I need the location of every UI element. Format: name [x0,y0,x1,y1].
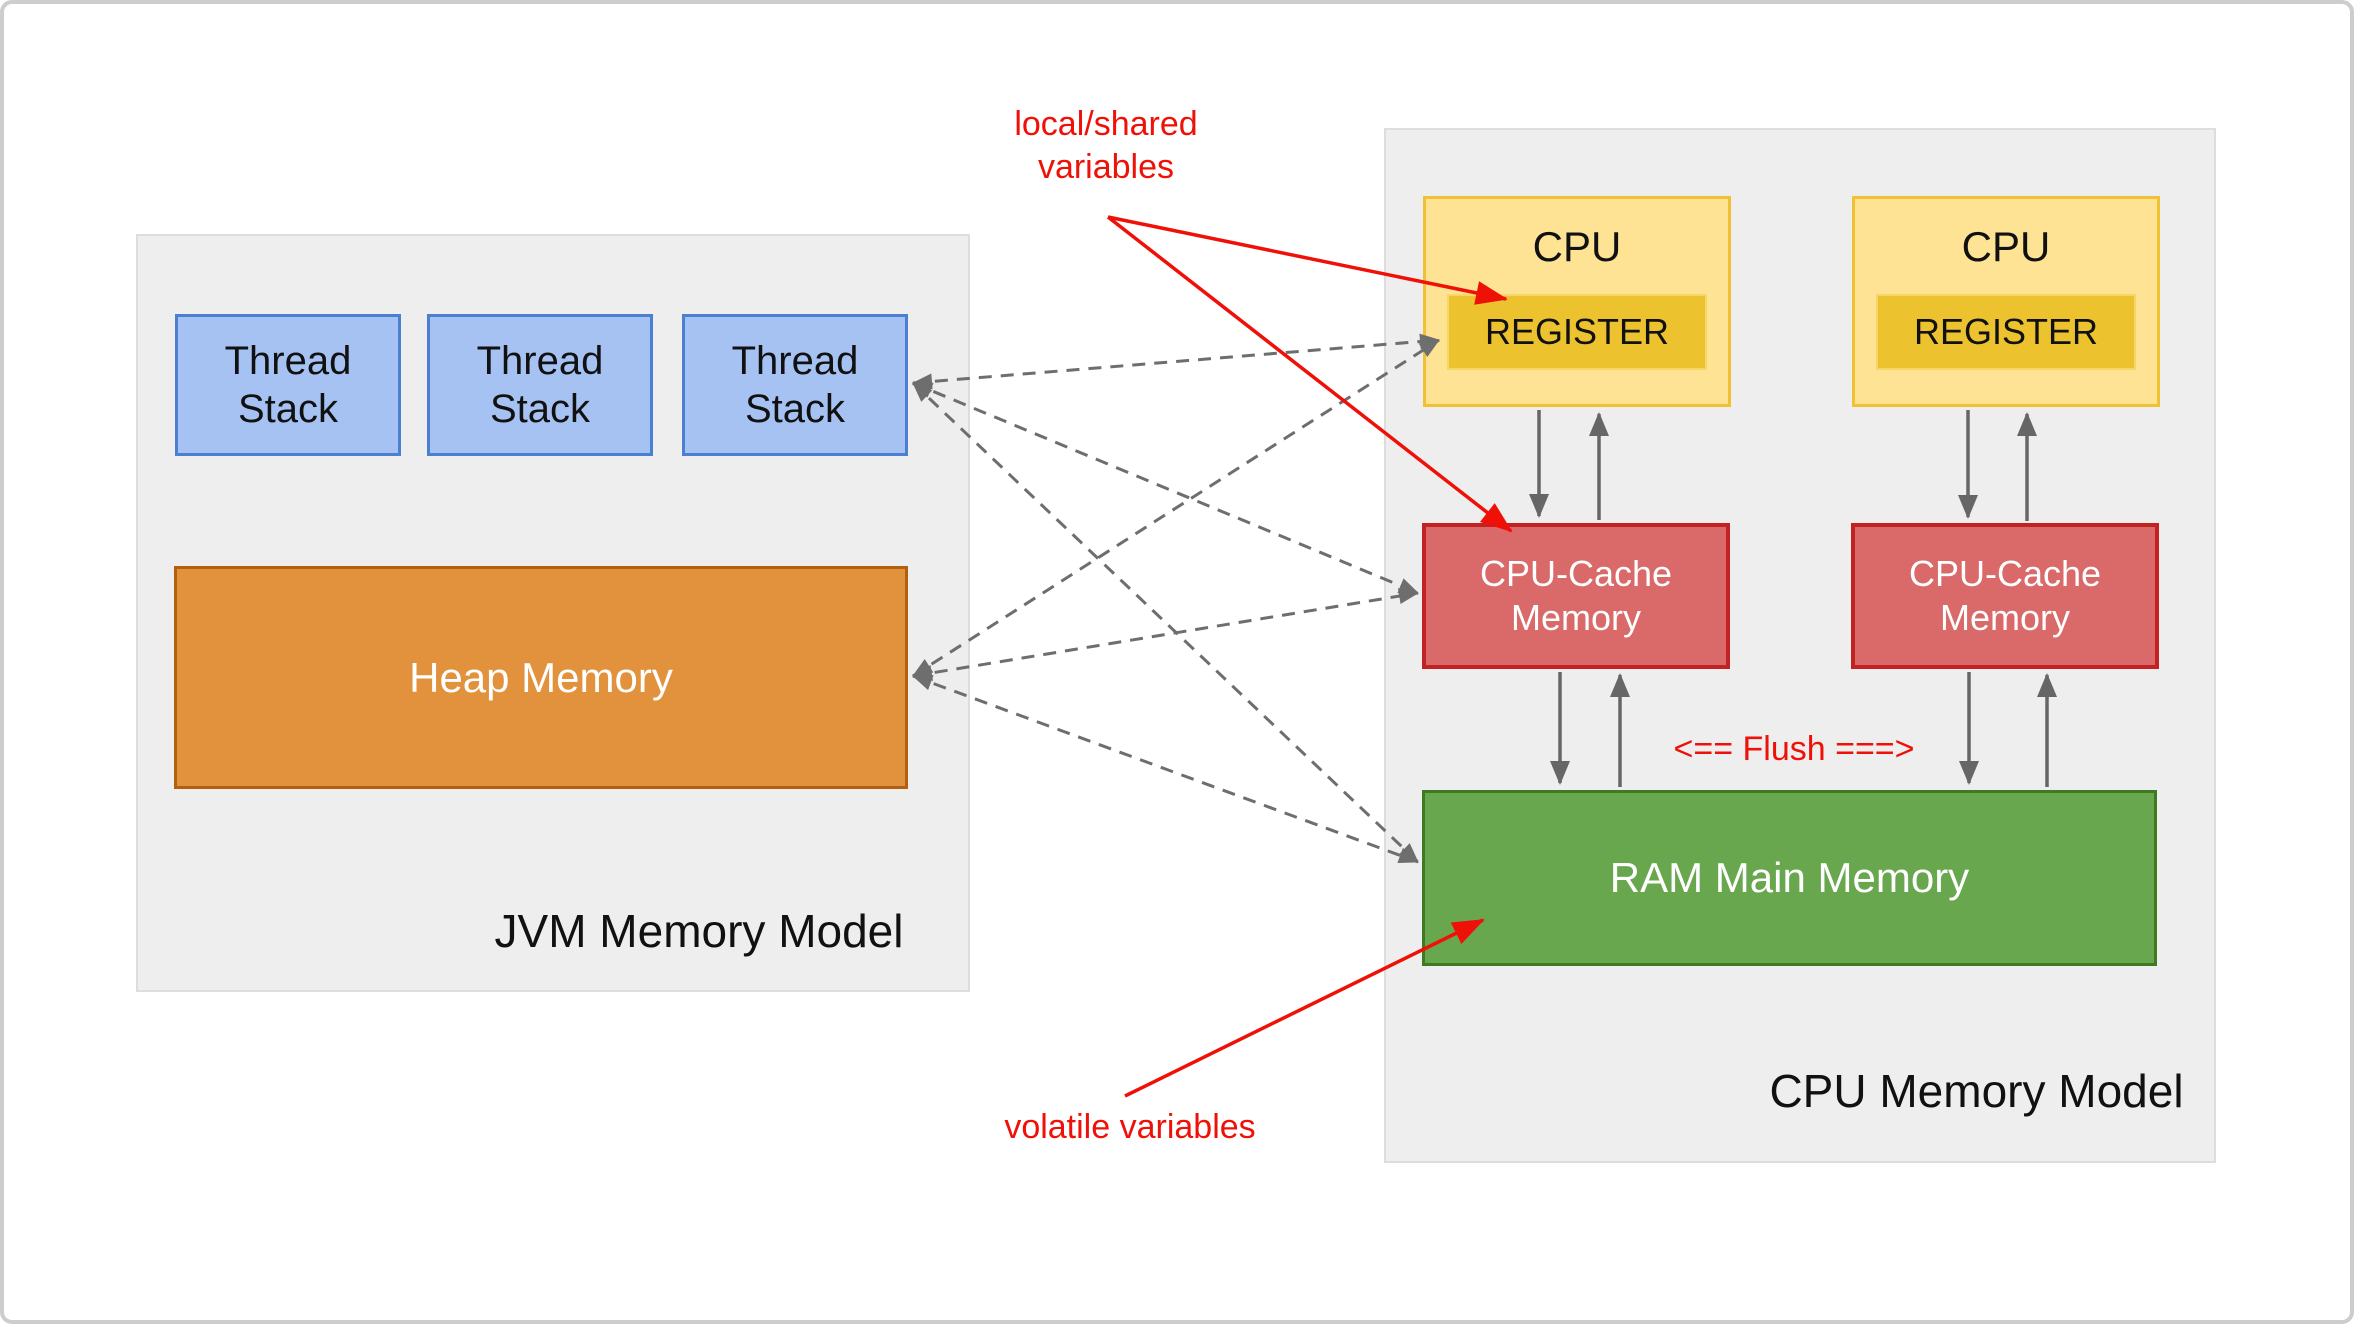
dashed-line-threadstack-cache [912,381,1419,595]
cpu-label: CPU [1961,223,2051,270]
cpu-cache-box-2: CPU-Cache Memory [1851,523,2159,669]
flush-label: <== Flush ===> [1673,730,1915,768]
register-box-1: REGISTER [1447,294,1707,370]
register-label: REGISTER [1913,311,2099,352]
cpu-cache-label: CPU-Cache Memory [1908,553,2102,638]
thread-stack-label: Thread Stack [476,339,604,431]
dashed-line-threadstack-register [912,333,1440,390]
register-label: REGISTER [1484,311,1670,352]
heap-memory-box: Heap Memory [174,566,908,789]
thread-stack-label: Thread Stack [731,339,859,431]
local-shared-variables-label: local/shared variables [954,103,1258,189]
thread-stack-box-2: Thread Stack [427,314,653,456]
cpu-box-1: CPU REGISTER [1423,196,1731,407]
cpu-cache-label: CPU-Cache Memory [1479,553,1673,638]
thread-stack-box-3: Thread Stack [682,314,908,456]
cpu-cache-box-1: CPU-Cache Memory [1422,523,1730,669]
register-box-2: REGISTER [1876,294,2136,370]
jvm-model-title: JVM Memory Model [494,905,904,957]
dashed-line-heap-ram [912,674,1419,864]
ram-main-memory-box: RAM Main Memory [1422,790,2157,966]
heap-memory-label: Heap Memory [409,653,673,701]
volatile-variables-label: volatile variables [1004,1108,1256,1146]
cpu-model-title: CPU Memory Model [1769,1065,2184,1117]
dashed-connectors [911,333,1440,864]
dashed-line-heap-register [912,338,1440,678]
thread-stack-label: Thread Stack [224,339,352,431]
dashed-line-heap-cache [912,588,1419,681]
dashed-line-threadstack-ram [911,381,1420,864]
thread-stack-box-1: Thread Stack [175,314,401,456]
local-shared-line2: variables [1037,148,1175,186]
ram-main-memory-label: RAM Main Memory [1609,854,1970,901]
local-shared-line1: local/shared [1014,105,1198,143]
cpu-label: CPU [1532,223,1622,270]
cpu-box-2: CPU REGISTER [1852,196,2160,407]
